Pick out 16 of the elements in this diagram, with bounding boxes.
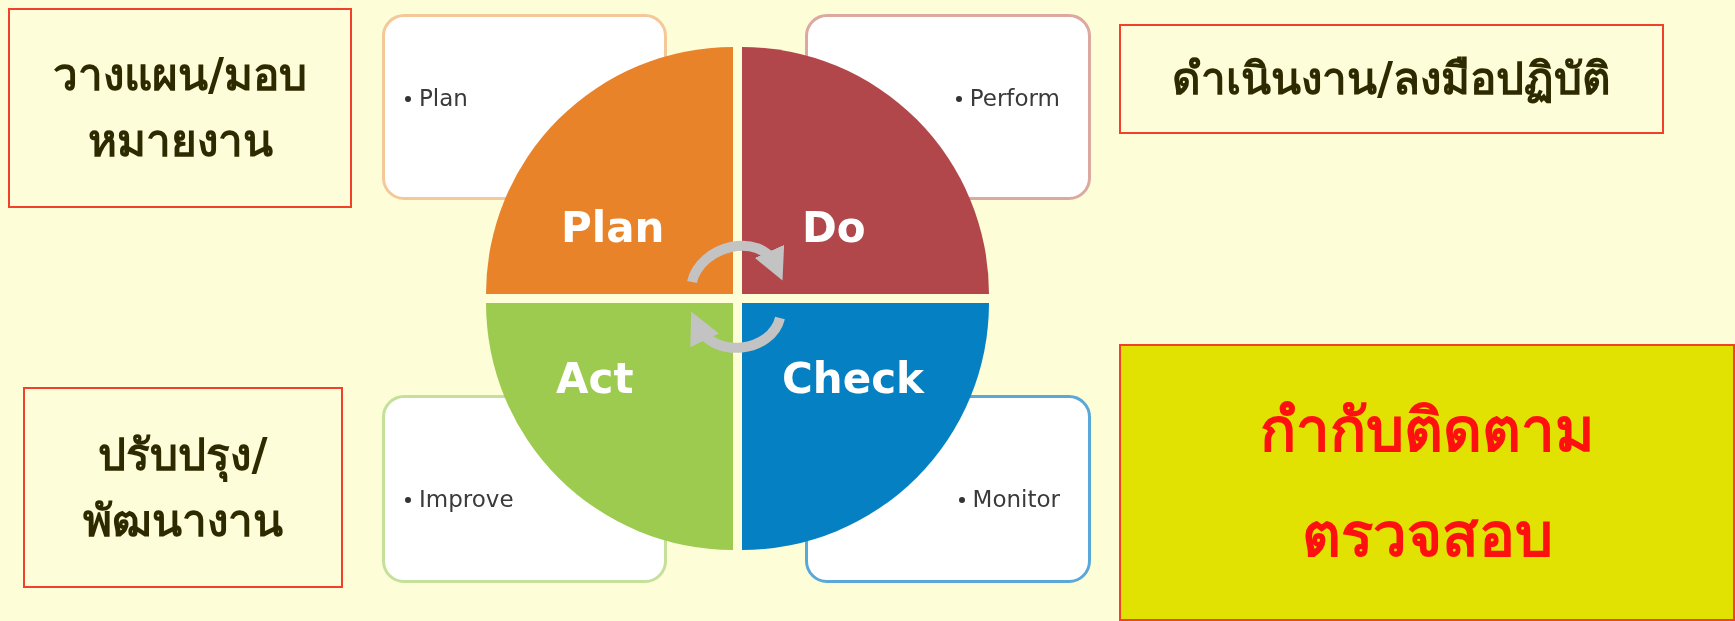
card-text: Improve — [419, 488, 514, 511]
box-text: กำกับติดตาม ตรวจสอบ — [1258, 393, 1596, 572]
card-text: Perform — [969, 87, 1060, 110]
label-box — [8, 8, 352, 208]
label-box — [23, 387, 343, 588]
quadrant-label: Do — [802, 207, 866, 249]
highlight-box — [1119, 344, 1735, 621]
card-text: Monitor — [972, 488, 1060, 511]
quadrant-label: Check — [782, 358, 925, 400]
quadrant-label: Act — [556, 358, 634, 400]
label-box — [1119, 24, 1664, 134]
card-text: Plan — [419, 87, 468, 110]
box-text: ปรับปรุง/พัฒนางาน — [82, 427, 284, 548]
quadrant-label: Plan — [561, 207, 665, 249]
box-text: วางแผน/มอบหมายงาน — [51, 48, 309, 168]
box-text: ดำเนินงาน/ลงมือปฏิบัติ — [1171, 52, 1612, 106]
